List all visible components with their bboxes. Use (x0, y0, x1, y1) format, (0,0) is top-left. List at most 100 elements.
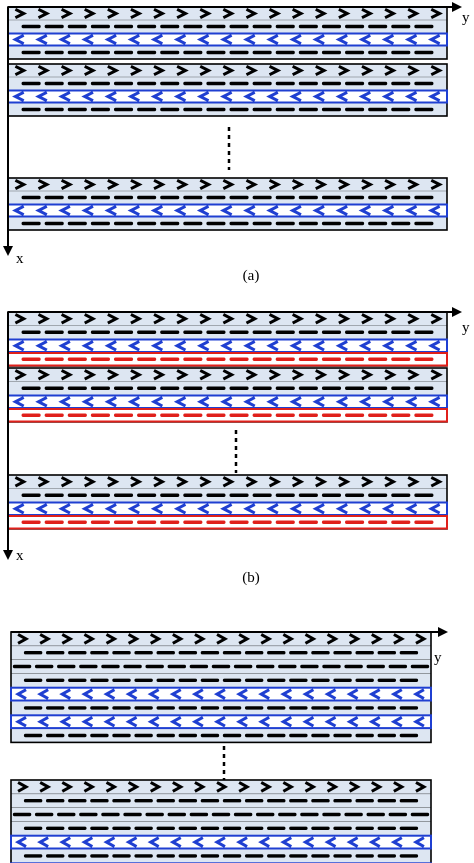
chevron-left-molecule (428, 503, 441, 515)
chevron-left-molecule (173, 396, 187, 408)
chevron-right-molecule (107, 313, 120, 325)
chevron-left-molecule (335, 503, 348, 515)
chevron-right-molecule (60, 7, 74, 20)
chevron-left-molecule (37, 715, 49, 728)
chevron-left-molecule (258, 688, 270, 700)
chevron-left-molecule (14, 688, 27, 700)
chevron-right-molecule (222, 178, 236, 191)
chevron-left-molecule (219, 33, 233, 46)
chevron-right-molecule (393, 781, 405, 793)
chevron-left-molecule (236, 715, 248, 728)
chevron-left-molecule (35, 503, 48, 515)
chevron-right-molecule (130, 64, 143, 77)
chevron-right-molecule (199, 178, 212, 191)
chevron-right-molecule (338, 178, 351, 191)
chevron-left-molecule (404, 503, 418, 515)
chevron-right-molecule (384, 178, 397, 191)
chevron-left-molecule (125, 688, 138, 700)
chevron-left-molecule (346, 715, 359, 728)
chevron-left-molecule (150, 340, 164, 352)
chevron-right-molecule (338, 7, 351, 20)
chevron-left-molecule (312, 33, 325, 46)
chevron-right-molecule (291, 64, 305, 77)
chevron-left-molecule (81, 836, 94, 848)
chevron-left-molecule (12, 396, 25, 408)
chevron-right-molecule (37, 476, 51, 488)
chevron-left-molecule (289, 33, 302, 46)
chevron-right-molecule (130, 369, 143, 381)
chevron-right-molecule (384, 64, 397, 77)
chevron-left-molecule (266, 503, 279, 515)
chevron-right-molecule (315, 369, 328, 381)
chevron-left-molecule (150, 503, 164, 515)
chevron-left-molecule (266, 396, 279, 408)
chevron-left-molecule (191, 688, 204, 700)
chevron-right-molecule (338, 369, 351, 381)
chevron-left-molecule (390, 836, 403, 848)
chevron-right-molecule (199, 369, 212, 381)
panel-b: y x (b) (3, 307, 470, 586)
chevron-right-molecule (291, 369, 305, 381)
chevron-left-molecule (127, 204, 140, 217)
chevron-left-molecule (302, 688, 315, 700)
chevron-right-molecule (199, 476, 212, 488)
chevron-left-molecule (12, 340, 25, 352)
chevron-right-molecule (176, 178, 189, 191)
chevron-right-molecule (216, 633, 229, 645)
chevron-right-molecule (199, 313, 212, 325)
chevron-right-molecule (39, 633, 52, 645)
chevron-left-molecule (381, 340, 395, 352)
chevron-left-molecule (302, 715, 315, 728)
chevron-right-molecule (153, 7, 166, 20)
chevron-right-molecule (268, 64, 282, 77)
chevron-right-molecule (153, 369, 166, 381)
chevron-left-molecule (381, 33, 395, 46)
chevron-right-molecule (361, 313, 374, 325)
chevron-right-molecule (384, 313, 397, 325)
chevron-left-molecule (35, 396, 48, 408)
chevron-right-molecule (37, 313, 51, 325)
panel-b-y-arrowhead (452, 307, 462, 317)
chevron-left-molecule (169, 715, 182, 728)
chevron-right-molecule (61, 781, 74, 793)
chevron-right-molecule (176, 7, 189, 20)
chevron-right-molecule (291, 178, 305, 191)
chevron-left-molecule (196, 503, 210, 515)
chevron-left-molecule (266, 33, 279, 46)
chevron-right-molecule (238, 781, 251, 793)
panel-a: y x (a) (3, 2, 470, 284)
chevron-right-molecule (14, 369, 27, 381)
chevron-right-molecule (315, 7, 328, 20)
chevron-left-molecule (220, 503, 233, 515)
chevron-left-molecule (312, 340, 325, 352)
chevron-right-molecule (127, 633, 140, 645)
panel-a-caption: (a) (243, 268, 260, 284)
panel-a-y-label: y (462, 10, 470, 26)
highlighted-row-outline (7, 501, 448, 516)
chevron-right-molecule (268, 476, 282, 488)
chevron-right-molecule (172, 781, 184, 793)
chevron-right-molecule (14, 476, 27, 488)
chevron-right-molecule (107, 369, 120, 381)
panel-b-x-label: x (16, 548, 24, 564)
panel-a-x-label: x (16, 251, 24, 267)
highlighted-row-outline (10, 834, 432, 850)
chevron-right-molecule (83, 633, 96, 645)
chevron-right-molecule (222, 64, 236, 77)
chevron-right-molecule (384, 7, 397, 20)
chevron-left-molecule (289, 90, 302, 103)
chevron-right-molecule (37, 369, 51, 381)
chevron-left-molecule (404, 90, 418, 103)
chevron-right-molecule (37, 64, 51, 77)
chevron-left-molecule (404, 204, 418, 217)
chevron-right-molecule (384, 369, 397, 381)
chevron-right-molecule (291, 313, 305, 325)
chevron-left-molecule (104, 204, 117, 217)
chevron-left-molecule (58, 340, 71, 352)
chevron-left-molecule (127, 340, 140, 352)
chevron-right-molecule (371, 633, 383, 645)
chevron-right-molecule (371, 781, 383, 793)
chevron-right-molecule (222, 313, 235, 325)
highlighted-row-outline (7, 338, 448, 353)
chevron-left-molecule (266, 204, 279, 217)
